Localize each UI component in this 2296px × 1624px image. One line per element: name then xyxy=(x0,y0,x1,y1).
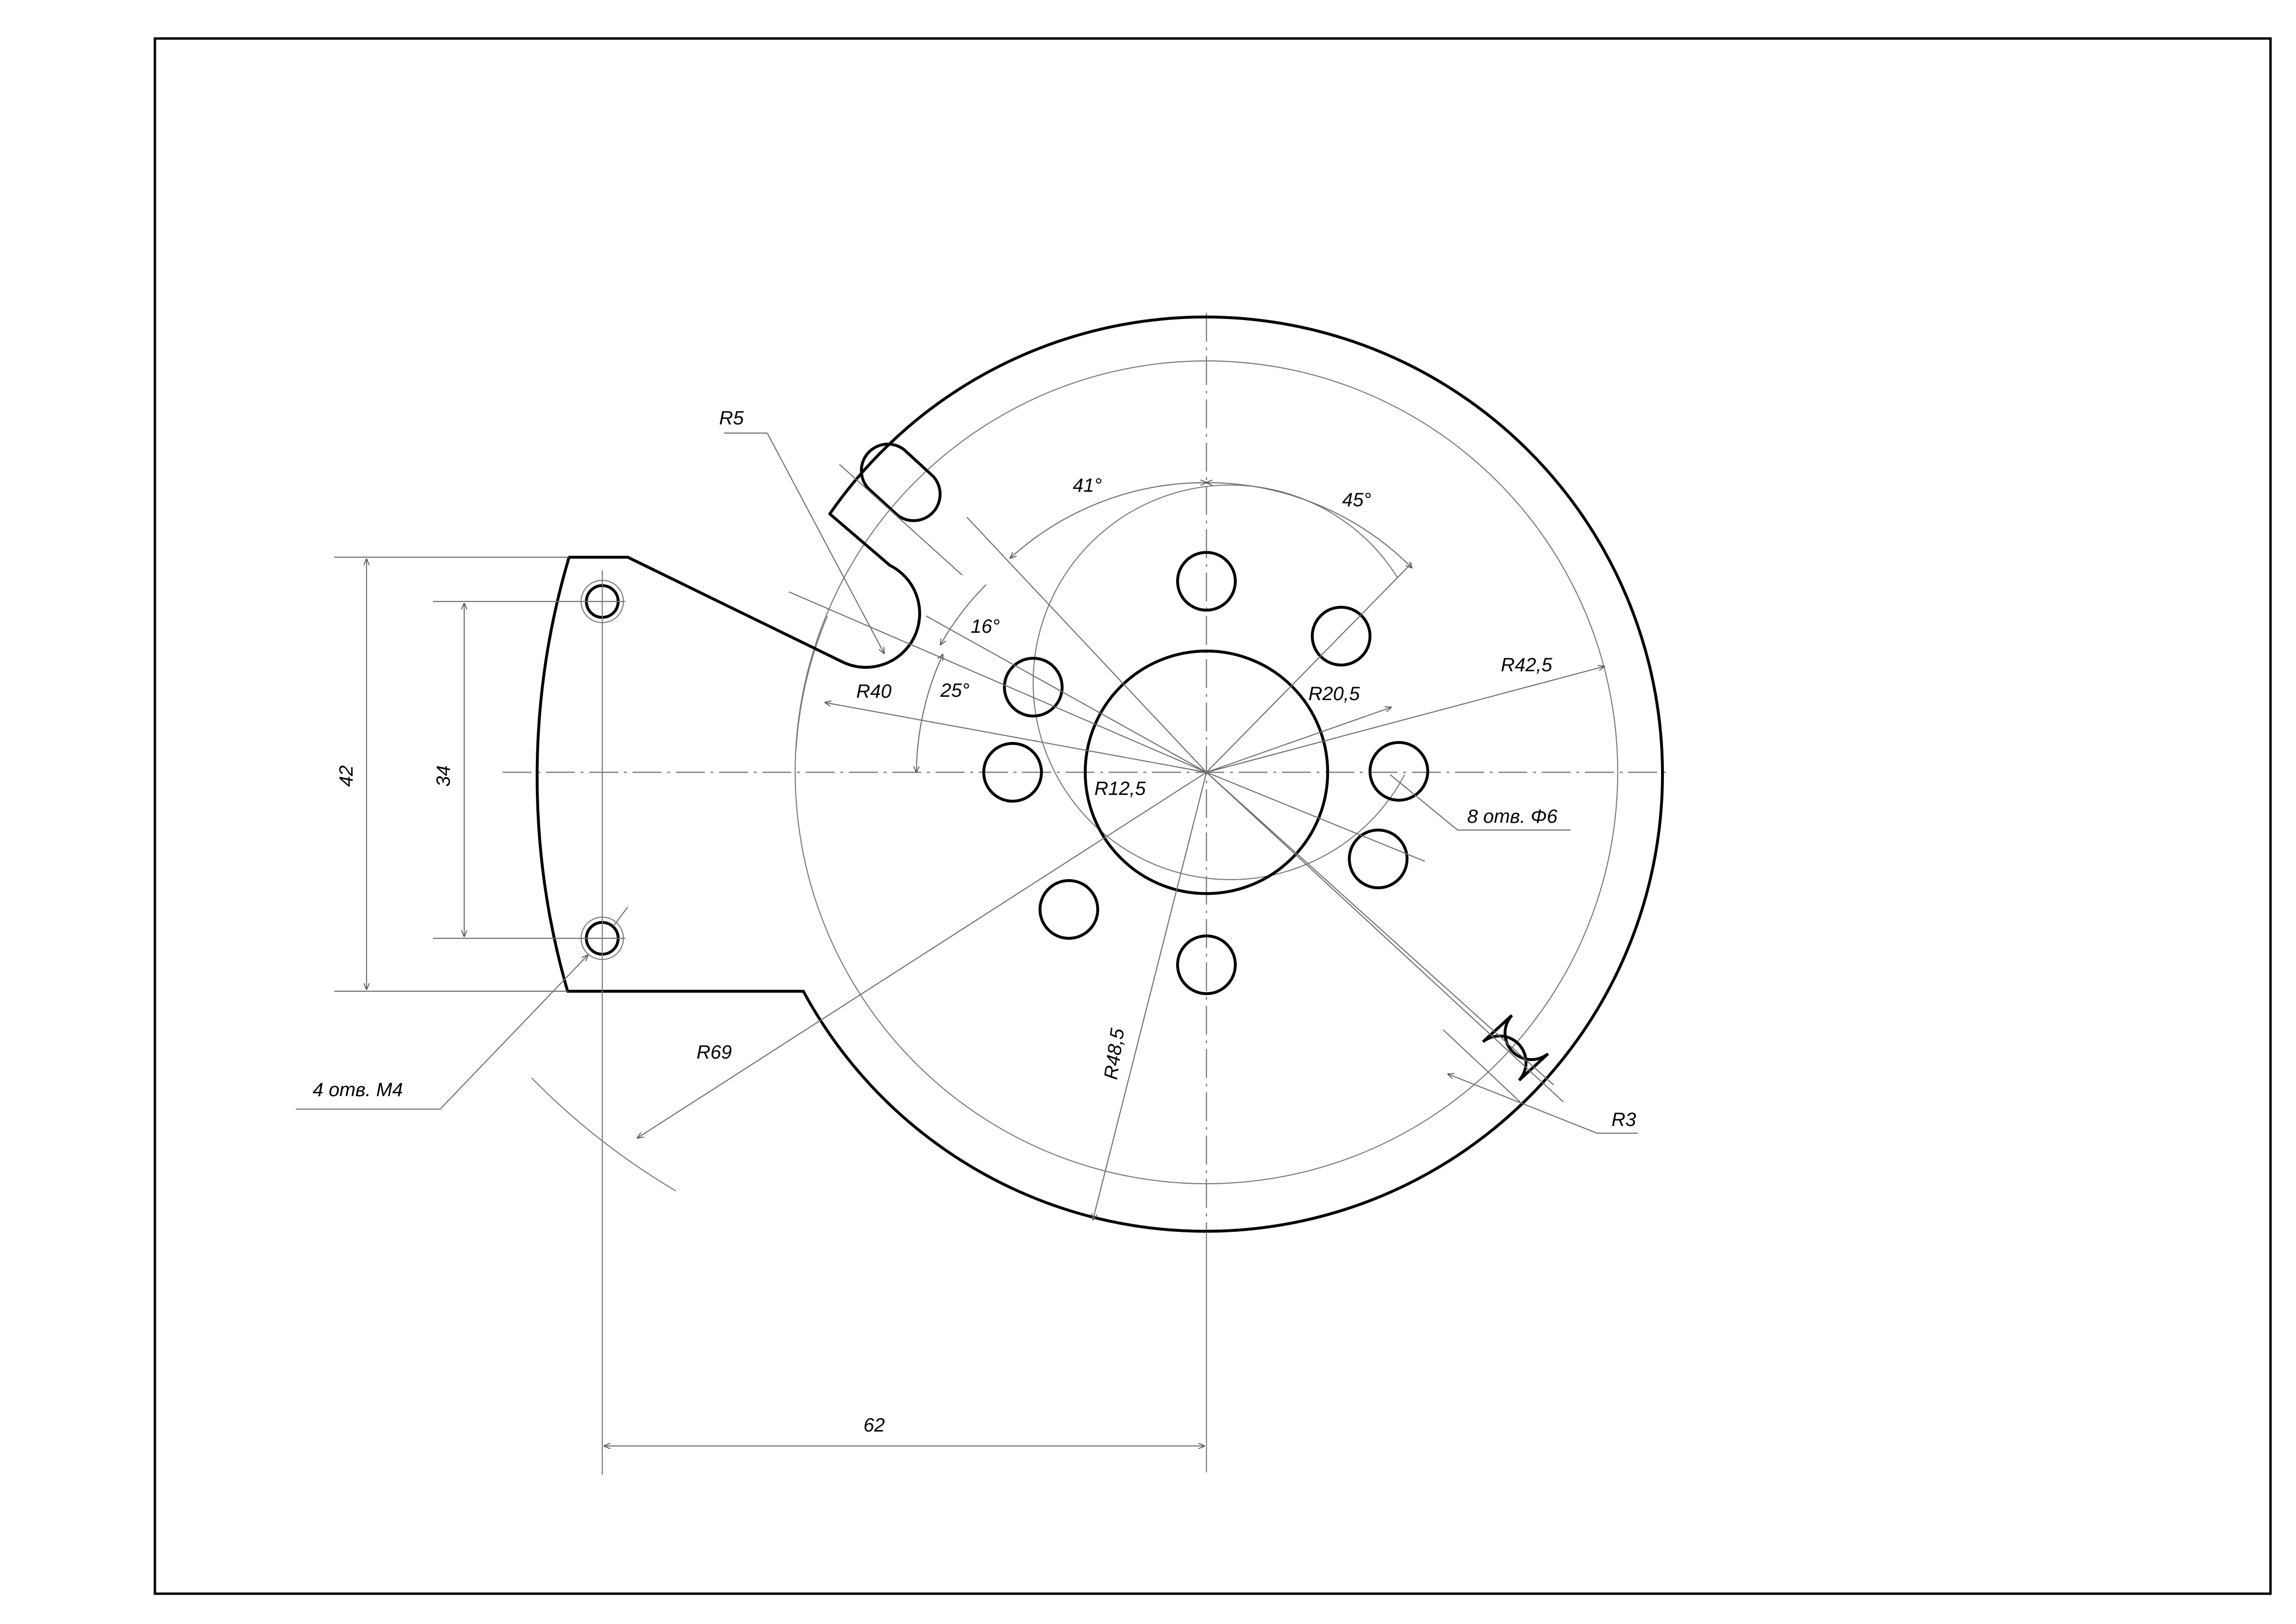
label-angle-16: 16° xyxy=(971,616,1000,637)
label-r5: R5 xyxy=(719,408,744,429)
construction-circle-r40 xyxy=(794,360,1619,1185)
angle-arc-41 xyxy=(1010,483,1206,558)
angle-arc-45 xyxy=(1206,483,1412,568)
radial-line xyxy=(1206,772,1554,1086)
label-r42-5: R42,5 xyxy=(1501,654,1552,676)
label-angle-45: 45° xyxy=(1342,489,1371,511)
construction-arc-bolt-circle xyxy=(1032,484,1405,880)
bolt-hole xyxy=(1348,829,1408,889)
bolt-hole xyxy=(1369,741,1429,802)
label-dimension-42: 42 xyxy=(336,766,357,787)
bolt-hole xyxy=(1311,606,1371,666)
radial-line xyxy=(1206,771,1425,862)
label-8-holes: 8 отв. Φ6 xyxy=(1467,806,1558,827)
radial-line xyxy=(1443,1029,1521,1102)
slot-upper-left xyxy=(860,442,942,523)
label-angle-41: 41° xyxy=(1073,475,1102,496)
dim-line-8-holes xyxy=(1390,774,1458,831)
label-r12-5: R12,5 xyxy=(1094,778,1146,799)
radial-line xyxy=(1206,772,1564,1102)
label-r20-5: R20,5 xyxy=(1308,683,1360,704)
label-dimension-62: 62 xyxy=(863,1415,885,1436)
central-bore xyxy=(1084,650,1329,895)
dim-line-r20-5 xyxy=(1206,707,1391,773)
label-r48-5: R48,5 xyxy=(1100,1027,1129,1081)
bolt-hole xyxy=(1039,879,1099,940)
construction-arc-r69 xyxy=(531,1077,676,1191)
label-r3: R3 xyxy=(1611,1109,1636,1130)
radial-line xyxy=(1206,563,1412,773)
angle-arc-16 xyxy=(940,584,987,645)
radial-line xyxy=(966,517,1207,773)
construction-arc-r42-5 xyxy=(795,615,828,749)
dim-line-r48-5 xyxy=(1093,772,1207,1220)
label-4-holes: 4 отв. M4 xyxy=(313,1079,403,1100)
slot-lower-right xyxy=(1482,1014,1549,1082)
dim-line-m4-leader xyxy=(440,955,588,1110)
radial-line xyxy=(839,464,963,575)
dim-line-r69 xyxy=(637,772,1207,1138)
dim-line-r40 xyxy=(825,703,1207,773)
dim-line-r3-leader xyxy=(1448,1074,1598,1134)
dim-line-r42-5 xyxy=(1206,666,1604,773)
label-r69: R69 xyxy=(697,1042,732,1063)
bolt-hole xyxy=(982,742,1043,803)
label-angle-25: 25° xyxy=(940,680,970,701)
bolt-hole xyxy=(1003,657,1064,717)
radial-line xyxy=(788,591,1207,773)
dim-line-m4-tick xyxy=(613,907,628,927)
bolt-hole xyxy=(1176,934,1237,995)
label-dimension-34: 34 xyxy=(433,766,454,787)
dim-line-r5 xyxy=(767,433,884,653)
label-r40: R40 xyxy=(856,681,891,702)
radial-line xyxy=(926,615,1207,773)
sheet-frame xyxy=(153,37,2272,1595)
angle-arc-25 xyxy=(916,654,943,772)
part-outline xyxy=(535,315,1664,1233)
